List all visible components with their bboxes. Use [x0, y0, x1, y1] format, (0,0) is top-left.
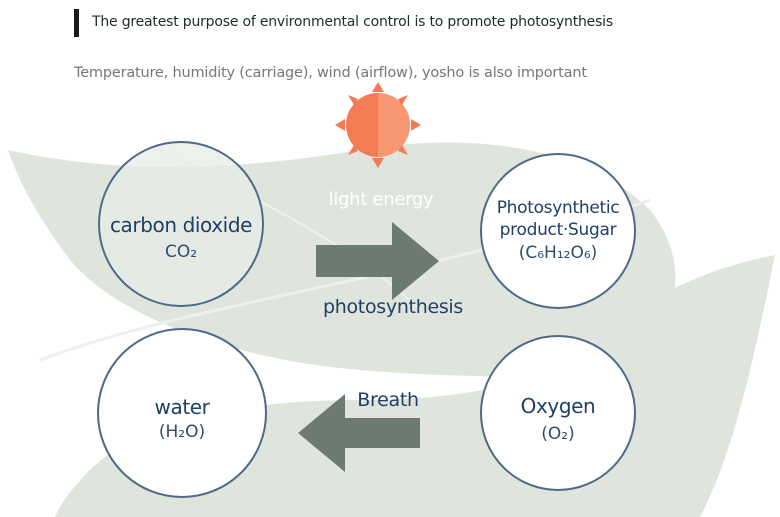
- sun-icon: [335, 82, 421, 168]
- page-title: The greatest purpose of environmental co…: [92, 14, 613, 30]
- product-title-line1: Photosynthetic: [496, 198, 620, 218]
- node-oxygen-circle: [480, 335, 636, 491]
- water-title: water: [154, 395, 210, 419]
- title-accent-bar: [74, 9, 79, 37]
- oxygen-formula: (O₂): [541, 424, 575, 444]
- oxygen-title: Oxygen: [520, 394, 596, 418]
- co2-formula: CO₂: [164, 242, 198, 262]
- photosynthesis-label: photosynthesis: [322, 296, 464, 318]
- node-water-circle: [97, 328, 267, 498]
- arrow-right-icon: [316, 222, 439, 300]
- light-energy-label: light energy: [328, 189, 434, 210]
- breath-label: Breath: [357, 389, 419, 411]
- co2-title: carbon dioxide: [109, 213, 253, 237]
- node-co2-circle: [98, 141, 264, 307]
- product-formula: (C₆H₁₂O₆): [518, 243, 598, 263]
- water-formula: (H₂O): [158, 422, 206, 442]
- product-title-line2: product·Sugar: [499, 220, 617, 240]
- page-subtitle: Temperature, humidity (carriage), wind (…: [74, 65, 587, 81]
- node-product-circle: [480, 153, 636, 309]
- arrow-left-icon: [298, 394, 420, 472]
